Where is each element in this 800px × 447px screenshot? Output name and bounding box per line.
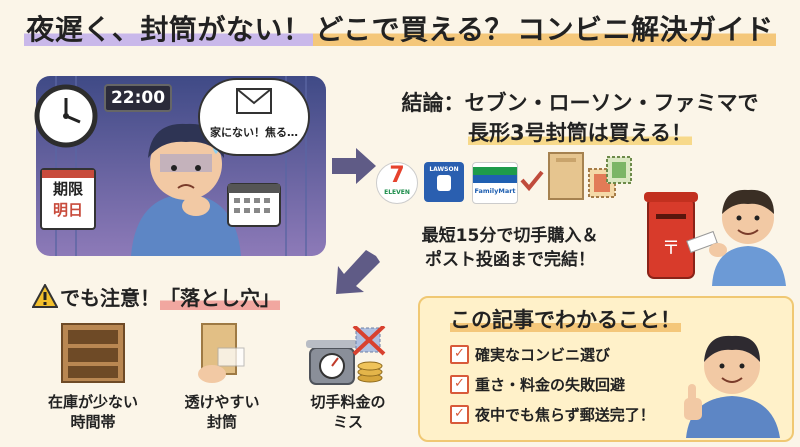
svg-text:〒: 〒 (662, 238, 680, 259)
calendar-icon (227, 183, 281, 227)
fast-line1: 最短15分で切手購入＆ (421, 226, 599, 246)
checkbox-icon: ✓ (450, 405, 469, 424)
summary-item: ✓ 夜中でも焦らず郵送完了！ (450, 404, 655, 425)
envelope-tan-icon (548, 152, 584, 200)
mailing-person-icon: 〒 (644, 189, 786, 286)
transparent-envelope-icon (198, 323, 245, 383)
familymart-logo: FamilyMart (472, 162, 518, 204)
thought-text: 家にない！焦る… (210, 126, 298, 139)
warning-icon (32, 284, 58, 308)
fast-completion: 最短15分で切手購入＆ ポスト投函まで完結！ (395, 224, 625, 272)
pitfall-caption-stamp: 切手料金の ミス (310, 393, 386, 431)
thumbs-up-person-icon (684, 335, 780, 438)
warning-quote: 「落とし穴」 (160, 286, 280, 310)
deadline-calendar: 期限 明日 (40, 168, 96, 230)
title-part1: 夜遅く、封筒がない！ (24, 13, 314, 46)
title-part2: どこで買える？ (313, 13, 516, 46)
empty-shelf-icon (61, 323, 125, 383)
arrow-down-left-icon (336, 250, 380, 294)
pitfall-caption-stock: 在庫が少ない 時間帯 (47, 393, 138, 431)
deadline-day: 明日 (52, 201, 83, 219)
checkmark-icon (520, 170, 544, 192)
scale-and-coins-icon (306, 326, 386, 385)
arrow-right-icon (332, 148, 376, 184)
page-title: 夜遅く、封筒がない！どこで買える？コンビニ解決ガイド (0, 8, 800, 48)
conclusion: 結論：セブン・ローソン・ファミマで 長形3号封筒は買える！ (380, 88, 780, 148)
digital-clock: 22:00 (104, 84, 172, 112)
conclusion-line1: 結論：セブン・ローソン・ファミマで (401, 91, 759, 115)
conclusion-line2: 長形3号封筒は買える！ (468, 121, 692, 145)
pitfall-caption-envelope: 透けやすい 封筒 (184, 393, 260, 431)
fast-line2: ポスト投函まで完結！ (425, 250, 595, 270)
checkbox-icon: ✓ (450, 375, 469, 394)
title-part3: コンビニ解決ガイド (515, 13, 776, 46)
checkbox-icon: ✓ (450, 345, 469, 364)
summary-item: ✓ 確実なコンビニ選び (450, 344, 610, 365)
envelope-icon (236, 88, 272, 114)
warning-heading: でも注意！「落とし穴」 (60, 282, 280, 311)
lawson-logo: LAWSON (424, 162, 464, 202)
warning-prefix: でも注意！ (60, 286, 160, 310)
clock-icon (34, 84, 98, 148)
summary-title: この記事でわかること！ (450, 308, 681, 332)
summary-item: ✓ 重さ・料金の失敗回避 (450, 374, 625, 395)
seven-eleven-logo: 7 ELEVEN (376, 162, 418, 204)
deadline-label: 期限 (52, 180, 83, 198)
stamp-green-icon (606, 156, 632, 184)
thought-bubble: 家にない！焦る… (198, 78, 310, 156)
